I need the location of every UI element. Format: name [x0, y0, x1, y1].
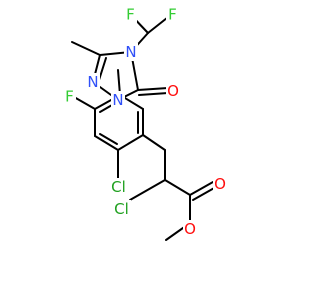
atom-n2-text: N — [87, 73, 98, 91]
atom-o-carbonyl: O — [213, 175, 227, 193]
bond-benzene-c6-c1-inner — [99, 133, 118, 145]
atom-n1: N — [111, 91, 125, 109]
atom-n4-text: N — [125, 43, 136, 61]
bond-c5-f — [73, 96, 96, 110]
atom-f-difluoromethyl-right-text: F — [168, 6, 177, 24]
atom-f-difluoromethyl-left: F — [124, 6, 137, 24]
bond-c4-n1 — [117, 69, 121, 96]
bond-c-ester-carbonyl-o-2 — [192, 186, 217, 201]
bond-benzene-c1-c2 — [117, 134, 144, 151]
bond-c5-o — [137, 87, 169, 91]
atom-o-ring: O — [166, 82, 180, 100]
atom-o-ring-text: O — [167, 82, 179, 100]
chemical-structure-diagram: F F F N N N O Cl — [63, 5, 227, 241]
bond-c3-n2-inner — [98, 57, 107, 81]
atom-f-difluoromethyl-left-text: F — [126, 6, 135, 24]
atom-cl-aromatic: Cl — [109, 178, 128, 196]
bond-c-ester-carbonyl-o — [189, 181, 214, 196]
bonds — [71, 13, 217, 241]
bond-c3-methyl — [71, 41, 101, 56]
atom-f-aromatic-text: F — [65, 88, 74, 106]
bond-c2-ch2 — [142, 134, 166, 151]
atom-o-ester-text: O — [184, 220, 196, 238]
atom-cl-chain: Cl — [112, 200, 131, 218]
atom-n2: N — [86, 73, 100, 91]
bond-c5-o-2 — [138, 92, 169, 96]
atom-n4: N — [124, 43, 138, 61]
atom-f-difluoromethyl-right: F — [166, 6, 179, 24]
atom-labels: F F F N N N O Cl — [63, 6, 227, 238]
bond-benzene-c6-c1 — [94, 135, 119, 151]
atom-cl-chain-text: Cl — [114, 200, 129, 218]
bond-chcl-c-ester — [164, 179, 191, 196]
bond-chcl-cl — [129, 179, 166, 201]
atom-cl-aromatic-text: Cl — [111, 178, 126, 196]
atom-o-ester: O — [183, 220, 197, 238]
atom-o-carbonyl-text: O — [214, 175, 226, 193]
atom-f-aromatic: F — [63, 88, 76, 106]
atom-n1-text: N — [112, 91, 123, 109]
